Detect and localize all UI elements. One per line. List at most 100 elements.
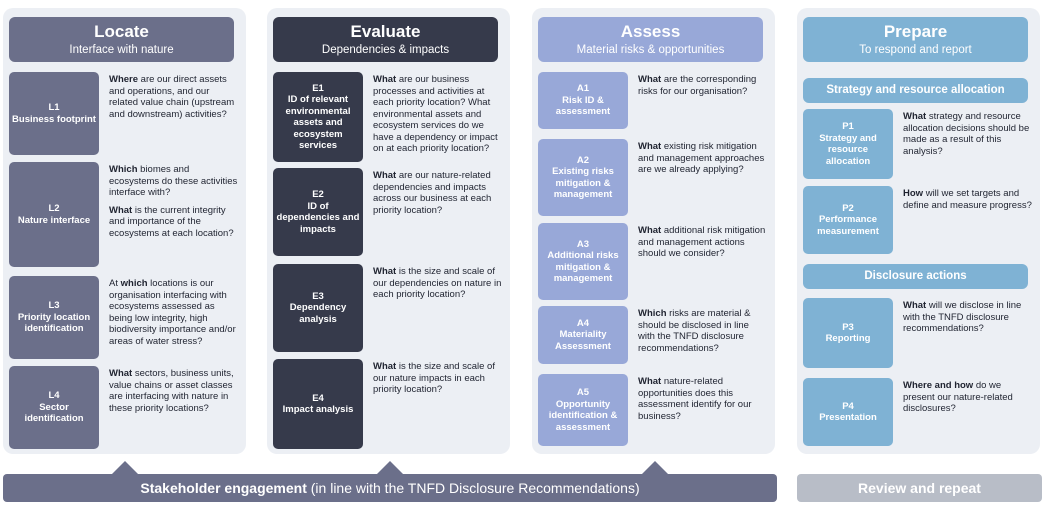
question-paragraph: What is the current integrity and import…: [109, 205, 239, 240]
step-code: P3: [842, 321, 854, 333]
question-text: sectors, business units, value chains or…: [109, 368, 234, 414]
question-paragraph: What sectors, business units, value chai…: [109, 368, 239, 414]
question-keyword: What: [638, 376, 662, 387]
question-prefix: At: [109, 278, 121, 289]
question-keyword: What: [373, 266, 397, 277]
step-name: ID of relevant environmental assets and …: [285, 94, 351, 151]
step-question: What are the corresponding risks for our…: [638, 74, 768, 103]
step-name: Opportunity identification & assessment: [548, 398, 618, 433]
question-keyword: What: [638, 225, 662, 236]
step-name: Existing risks mitigation & management: [552, 166, 614, 200]
step-name: Performance measurement: [817, 214, 879, 237]
question-keyword: What: [373, 361, 397, 372]
question-keyword: What: [109, 368, 133, 379]
column-title: Locate: [94, 22, 149, 41]
question-keyword: Which: [638, 308, 667, 319]
question-paragraph: Which risks are material & should be dis…: [638, 308, 768, 354]
question-text: are the corresponding risks for our orga…: [638, 74, 757, 97]
question-text: existing risk mitigation and management …: [638, 141, 765, 175]
step-code: E4: [312, 392, 324, 404]
step-question: What is the size and scale of our nature…: [373, 361, 503, 402]
step-code: P1: [842, 121, 854, 132]
question-keyword: which: [120, 278, 148, 289]
question-text: is the current integrity and importance …: [109, 204, 234, 239]
section-header: Disclosure actions: [803, 264, 1028, 289]
question-keyword: What: [373, 74, 397, 85]
question-paragraph: What nature-related opportunities does t…: [638, 376, 768, 422]
question-keyword: What: [109, 204, 133, 216]
question-text: additional risk mitigation and managemen…: [638, 225, 766, 259]
step-name: Strategy and resource allocation: [819, 132, 877, 167]
question-text: strategy and resource allocation decisio…: [903, 111, 1030, 157]
question-paragraph: What is the size and scale of our nature…: [373, 361, 503, 396]
stakeholder-engagement-bar: Stakeholder engagement (in line with the…: [3, 474, 777, 502]
step-question: Which biomes and ecosystems do these act…: [109, 164, 239, 245]
question-keyword: What: [638, 141, 662, 152]
question-text: will we set targets and define and measu…: [903, 188, 1032, 211]
step-name: Business footprint: [12, 113, 96, 125]
step-code: E2: [312, 189, 324, 200]
question-text: is the size and scale of our nature impa…: [373, 361, 495, 395]
step-question: What strategy and resource allocation de…: [903, 111, 1033, 163]
question-text: are our nature-related dependencies and …: [373, 170, 492, 216]
question-paragraph: What additional risk mitigation and mana…: [638, 225, 768, 260]
question-paragraph: What are our business processes and acti…: [373, 74, 503, 155]
stakeholder-rest: (in line with the TNFD Disclosure Recomm…: [306, 480, 640, 496]
step-code: L1: [48, 102, 60, 113]
step-question: What are our nature-related dependencies…: [373, 170, 503, 222]
question-text: locations is our organisation interfacin…: [109, 278, 236, 347]
step-name: ID of dependencies and impacts: [276, 200, 360, 235]
question-keyword: Where: [109, 74, 139, 85]
step-name: Impact analysis: [282, 404, 354, 415]
step-question: What are our business processes and acti…: [373, 74, 503, 161]
question-paragraph: How will we set targets and define and m…: [903, 188, 1033, 211]
connector-triangle-icon: [642, 461, 668, 474]
step-question: What nature-related opportunities does t…: [638, 376, 768, 428]
step-question: Where are our direct assets and operatio…: [109, 74, 239, 126]
step-code: E3: [312, 290, 324, 302]
question-paragraph: What is the size and scale of our depend…: [373, 266, 503, 301]
question-paragraph: At which locations is our organisation i…: [109, 278, 239, 347]
question-keyword: What: [903, 111, 927, 122]
step-name: Risk ID & assessment: [555, 94, 611, 118]
question-text: biomes and ecosystems do these activitie…: [109, 164, 238, 198]
question-paragraph: What will we disclose in line with the T…: [903, 300, 1033, 335]
question-text: will we disclose in line with the TNFD d…: [903, 300, 1022, 334]
question-text: do we present our nature-related disclos…: [903, 380, 1013, 414]
column-subtitle: Material risks & opportunities: [576, 44, 725, 56]
question-text: risks are material & should be disclosed…: [638, 308, 751, 354]
question-paragraph: Where are our direct assets and operatio…: [109, 74, 239, 120]
step-code: A4: [576, 317, 590, 329]
step-code: P2: [842, 202, 854, 214]
step-name: Dependency analysis: [289, 302, 347, 325]
step-code: L4: [48, 390, 60, 402]
step-code: L2: [48, 203, 60, 214]
question-paragraph: What strategy and resource allocation de…: [903, 111, 1033, 157]
step-code: A3: [576, 238, 590, 250]
step-name: Sector identification: [24, 401, 84, 425]
question-keyword: Which: [109, 164, 138, 175]
